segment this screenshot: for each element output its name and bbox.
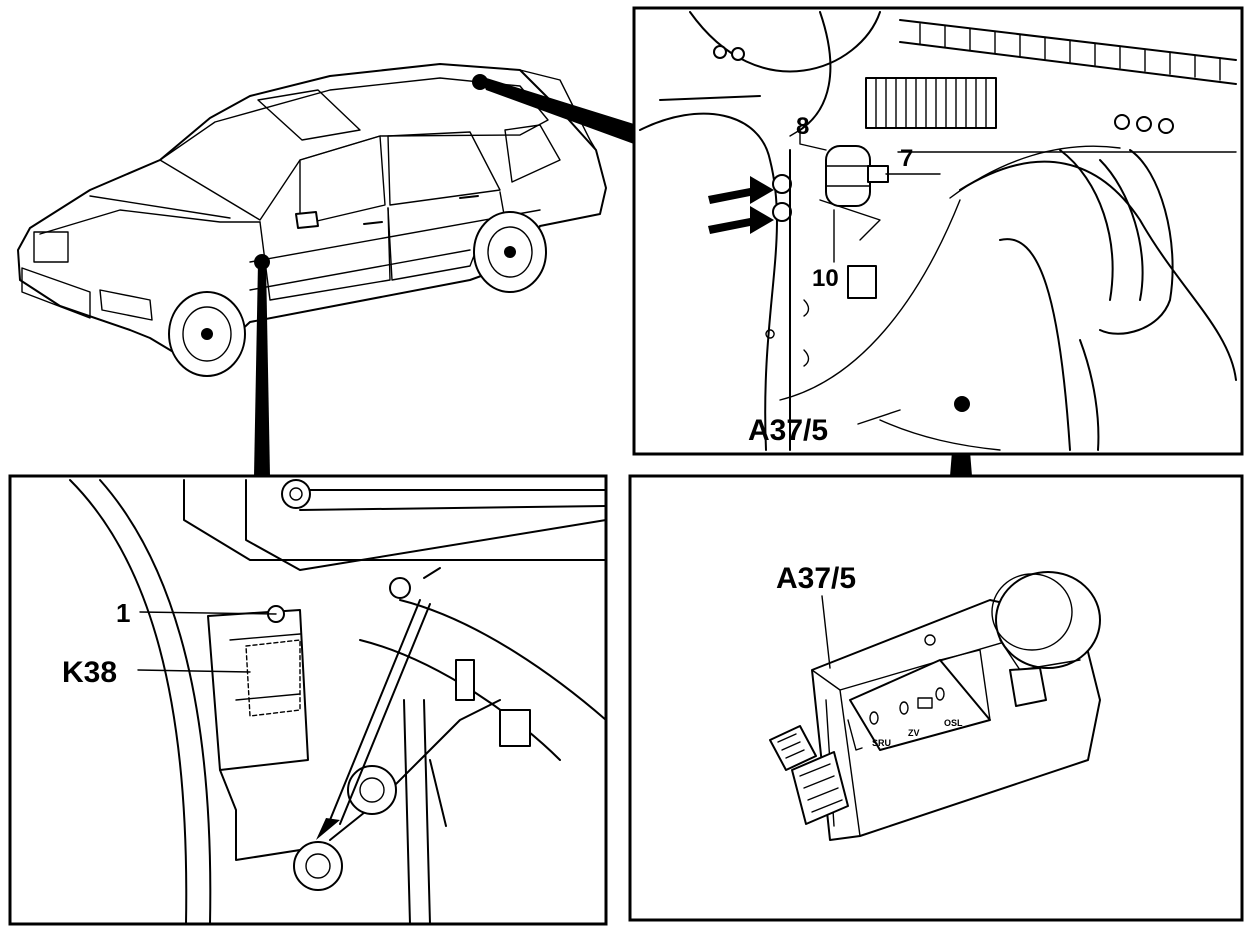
callout-7: 7 [900,145,913,172]
hose-nipple-upper [772,174,792,194]
label-a37-5-bottom: A37/5 [776,562,856,595]
marking-zv: ZV [908,728,920,738]
arrow-bottom-left [316,818,340,840]
panel-bottom-left: 1 K38 [8,474,608,926]
label-k38: K38 [62,656,117,689]
arrow-upper [708,176,774,204]
callout-1: 1 [116,598,130,628]
vacuum-pump-module: SRU ZV OSL [769,571,1101,841]
hose-nipple-lower [772,202,792,222]
marking-sru: SRU [872,738,891,748]
arrow-lower [708,206,774,234]
vacuum-actuator [819,145,941,241]
pointer-to-bottom-left [254,262,270,476]
marking-osl: OSL [944,718,963,728]
panel-bottom-right: SRU ZV OSL A37/5 [628,474,1244,922]
callout-8: 8 [796,113,809,140]
label-a37-5-top: A37/5 [748,414,828,447]
corrugated-hose [865,77,997,129]
car-illustration [17,63,607,377]
relay-k38 [207,605,309,771]
callout-10: 10 [812,265,839,292]
locator-dot-module [954,396,970,412]
panel-top-right: 8 7 10 A37/5 [632,6,1244,456]
pointer-to-top-right [480,76,634,144]
